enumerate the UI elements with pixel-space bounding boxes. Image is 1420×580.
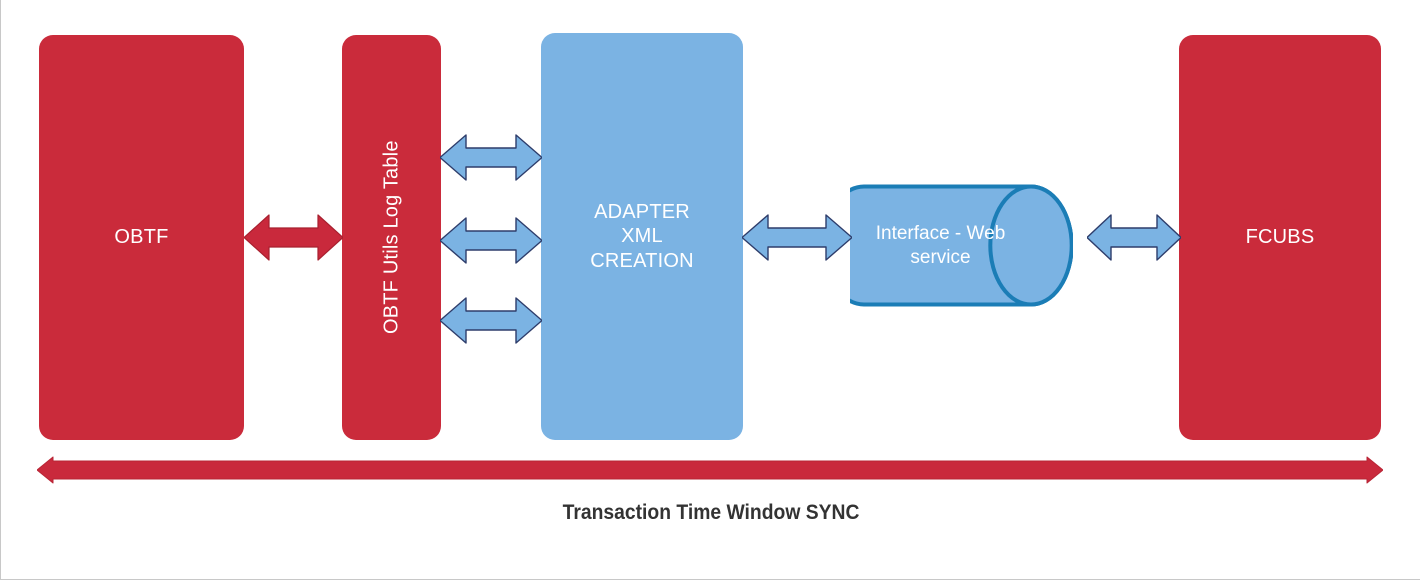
double-arrow-icon [440, 134, 542, 181]
node-fcubs-label: FCUBS [1245, 226, 1315, 249]
double-arrow-icon [742, 214, 852, 261]
connector-interface-fcubs[interactable] [1087, 213, 1181, 262]
sync-caption-label: Transaction Time Window SYNC [562, 501, 860, 524]
node-interface-web-service[interactable]: Interface - Web service [850, 183, 1073, 308]
double-arrow-icon [440, 217, 542, 264]
cylinder-shape [850, 184, 1073, 307]
connector-obtf-logtable[interactable] [244, 212, 343, 263]
node-obtf-utils-log-table-label: OBTF Utils Log Table [380, 140, 403, 335]
double-arrow-icon [440, 297, 542, 344]
node-adapter-xml-creation[interactable]: ADAPTER XML CREATION [541, 33, 743, 440]
double-arrow-icon [244, 214, 343, 261]
node-fcubs[interactable]: FCUBS [1179, 35, 1381, 440]
node-adapter-xml-creation-label: ADAPTER XML CREATION [590, 200, 694, 272]
node-obtf[interactable]: OBTF [39, 35, 244, 440]
connector-adapter-interface[interactable] [742, 213, 852, 262]
double-arrow-icon [1087, 214, 1181, 261]
connector-logtable-adapter-2[interactable] [440, 216, 542, 265]
connector-sync-span[interactable] [37, 456, 1383, 484]
node-obtf-utils-log-table[interactable]: OBTF Utils Log Table [342, 35, 441, 440]
connector-logtable-adapter-1[interactable] [440, 133, 542, 182]
span-double-arrow-icon [37, 456, 1383, 484]
connector-logtable-adapter-3[interactable] [440, 296, 542, 345]
node-obtf-label: OBTF [114, 226, 169, 249]
